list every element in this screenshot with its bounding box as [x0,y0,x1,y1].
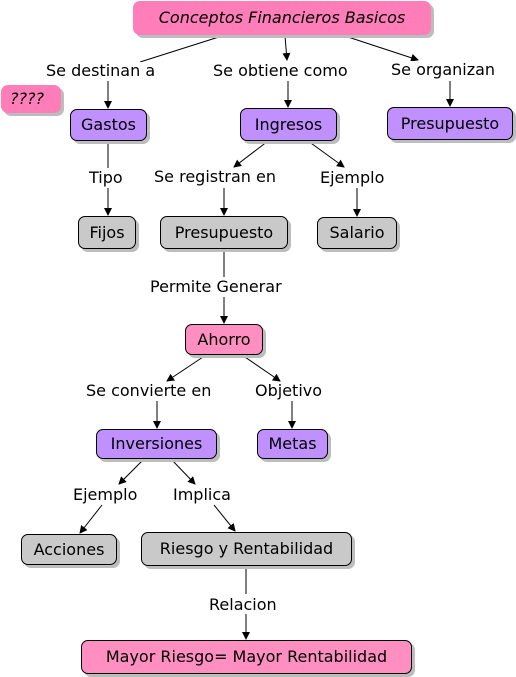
node-riesgo-rentabilidad[interactable]: Riesgo y Rentabilidad [141,532,352,566]
link-relacion: Relacion [207,595,279,614]
arrow-root-organizan [344,35,419,62]
arrow-ingresos-registran [233,140,269,168]
link-se-registran-en: Se registran en [152,167,278,186]
node-acciones[interactable]: Acciones [21,534,117,565]
node-metas[interactable]: Metas [257,429,328,459]
link-se-destinan-a: Se destinan a [44,61,158,80]
node-fijos[interactable]: Fijos [78,216,136,249]
arrow-root-obtiene [282,35,291,61]
node-conceptos-financieros[interactable]: Conceptos Financieros Basicos [133,1,431,35]
node-inversiones[interactable]: Inversiones [96,429,217,459]
link-permite-generar: Permite Generar [148,277,284,296]
link-implica: Implica [171,485,233,504]
link-ejemplo-salario: Ejemplo [318,168,387,187]
node-presupuesto-mid[interactable]: Presupuesto [160,216,288,249]
link-tipo: Tipo [87,168,125,187]
node-unknown-note[interactable]: ???? [1,85,61,113]
arrow-inversiones-implica [170,458,196,485]
arrow-inversiones-ejemplo [118,458,145,485]
link-se-organizan: Se organizan [389,60,498,79]
arrow-implica-riesgo [213,504,236,532]
node-ingresos[interactable]: Ingresos [240,108,337,141]
node-mayor-riesgo[interactable]: Mayor Riesgo= Mayor Rentabilidad [81,640,412,674]
arrow-ahorro-objetivo [241,354,281,382]
link-se-obtiene-como: Se obtiene como [211,61,350,80]
node-presupuesto-top[interactable]: Presupuesto [387,107,513,140]
arrow-ahorro-convierte [166,354,207,382]
line-root-destinan [139,35,223,63]
node-gastos[interactable]: Gastos [70,109,147,141]
arrow-ingresos-ejemplo [307,140,345,168]
link-objetivo: Objetivo [253,381,325,400]
link-ejemplo-acciones: Ejemplo [71,485,140,504]
node-ahorro[interactable]: Ahorro [185,324,263,355]
arrow-ejemplo-acciones [79,504,103,534]
node-salario[interactable]: Salario [317,217,397,249]
link-se-convierte-en: Se convierte en [84,381,214,400]
